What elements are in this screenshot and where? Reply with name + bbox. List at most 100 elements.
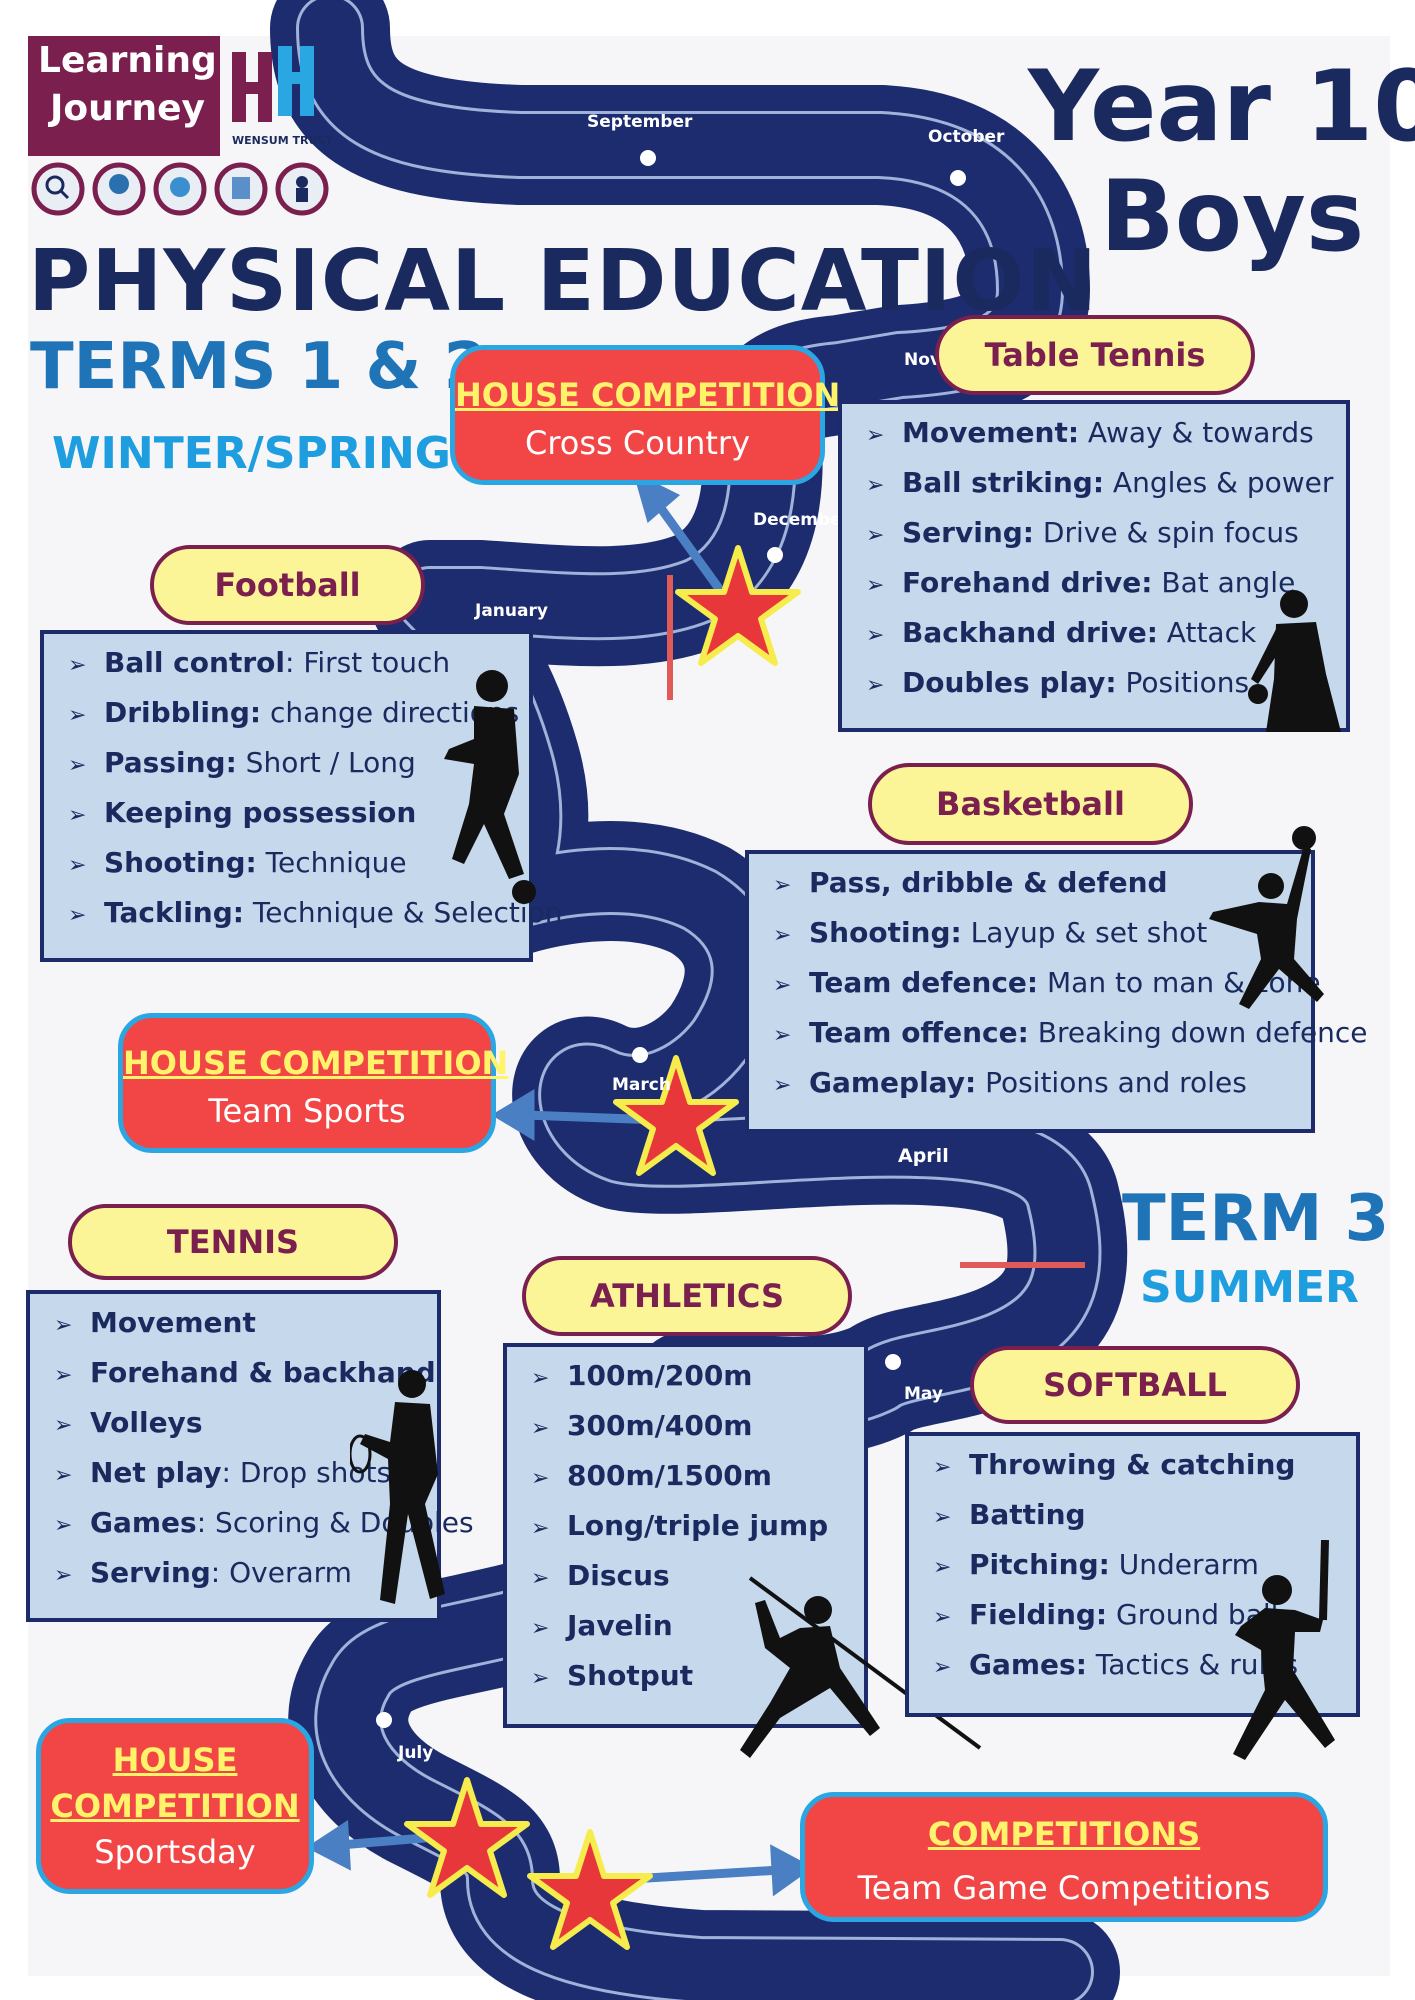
bullet-arrow-icon: ➢ bbox=[933, 1655, 952, 1680]
list-item: ➢Pitching: Underarm bbox=[933, 1548, 1259, 1581]
football-box: ➢Ball control: First touch➢Dribbling: ch… bbox=[40, 630, 563, 962]
list-item-detail: Layup & set shot bbox=[961, 916, 1208, 949]
tennis-box: ➢Movement➢Forehand & backhand➢Volleys➢Ne… bbox=[26, 1290, 474, 1622]
learning-journey-logo: Learning Journey bbox=[28, 36, 220, 156]
list-item-heading: Fielding: bbox=[969, 1598, 1108, 1631]
list-item-heading: Batting bbox=[969, 1498, 1086, 1531]
list-item-detail: Bat angle bbox=[1152, 566, 1296, 599]
house-competition-3-heading-1: HOUSE bbox=[112, 1741, 238, 1779]
wensum-logo-icon bbox=[232, 46, 314, 122]
bullet-arrow-icon: ➢ bbox=[68, 753, 87, 778]
terms-1-2-season: WINTER/SPRING bbox=[52, 428, 451, 479]
football-label: Football bbox=[150, 545, 425, 625]
basketball-player-icon bbox=[1209, 826, 1324, 1009]
bullet-arrow-icon: ➢ bbox=[531, 1616, 550, 1641]
list-item-heading: Team defence: bbox=[809, 966, 1039, 999]
list-item-heading: Long/triple jump bbox=[567, 1509, 829, 1542]
list-item-heading: Backhand drive: bbox=[902, 616, 1158, 649]
list-item-heading: Movement bbox=[90, 1306, 256, 1339]
list-item: ➢300m/400m bbox=[531, 1409, 752, 1442]
star-march bbox=[613, 1055, 739, 1176]
house-competition-1-sub: Cross Country bbox=[524, 424, 750, 462]
learning-badges bbox=[30, 160, 330, 218]
list-item: ➢Movement bbox=[54, 1306, 256, 1339]
list-item-heading: Javelin bbox=[567, 1609, 673, 1642]
house-competition-2-heading: HOUSE COMPETITION bbox=[123, 1044, 509, 1082]
list-item-detail: Drive & spin focus bbox=[1034, 516, 1299, 549]
bullet-arrow-icon: ➢ bbox=[54, 1513, 73, 1538]
star-december bbox=[675, 545, 801, 666]
list-item-heading: 300m/400m bbox=[567, 1409, 753, 1442]
house-competition-cross-country: HOUSE COMPETITION Cross Country bbox=[450, 345, 840, 485]
football-player-icon bbox=[444, 670, 536, 904]
bullet-arrow-icon: ➢ bbox=[531, 1466, 550, 1491]
term-3-title: TERM 3 bbox=[1122, 1182, 1390, 1256]
list-item: ➢ 800m/1500m bbox=[531, 1459, 772, 1492]
page-title: PHYSICAL EDUCATION bbox=[28, 232, 1098, 331]
list-item: ➢Ball striking: Angles & power bbox=[866, 466, 1333, 499]
logo-line-2: Journey bbox=[50, 88, 206, 129]
list-item-heading: Gameplay: bbox=[809, 1066, 977, 1099]
month-dot-october bbox=[950, 170, 966, 186]
javelin-thrower-icon bbox=[740, 1576, 982, 1758]
list-item: ➢Shooting: Technique bbox=[68, 846, 407, 879]
month-april: April bbox=[898, 1145, 949, 1167]
list-item-heading: Dribbling: bbox=[104, 696, 262, 729]
list-item: ➢Shooting: Layup & set shot bbox=[773, 916, 1207, 949]
house-competition-3-sub: Sportsday bbox=[94, 1833, 256, 1871]
house-competition-team-sports: HOUSE COMPETITION Team Sports bbox=[118, 1013, 509, 1153]
term-3-season: SUMMER bbox=[1140, 1262, 1359, 1313]
list-item-heading: Games bbox=[90, 1506, 197, 1539]
list-item-detail: Positions bbox=[1116, 666, 1250, 699]
competitions-heading: COMPETITIONS bbox=[927, 1815, 1201, 1853]
list-item-heading: Shooting: bbox=[104, 846, 257, 879]
list-item-detail: Away & towards bbox=[1079, 416, 1314, 449]
house-competition-2-sub: Team Sports bbox=[208, 1092, 406, 1130]
month-october: October bbox=[928, 127, 1005, 147]
list-item-heading: Movement: bbox=[902, 416, 1080, 449]
list-item: ➢Discus bbox=[531, 1559, 670, 1592]
list-item: ➢Serving: Overarm bbox=[54, 1556, 352, 1589]
list-item-detail: Short / Long bbox=[236, 746, 416, 779]
tennis-label: TENNIS bbox=[68, 1204, 398, 1280]
list-item-detail: Breaking down defence bbox=[1028, 1016, 1368, 1049]
list-item-detail: Positions and roles bbox=[976, 1066, 1247, 1099]
list-item-heading: Forehand & backhand bbox=[90, 1356, 436, 1389]
month-may: May bbox=[904, 1384, 943, 1404]
wensum-trust-text: WENSUM TRUST bbox=[232, 134, 333, 147]
list-item: ➢Passing: Short / Long bbox=[68, 746, 416, 779]
bullet-arrow-icon: ➢ bbox=[866, 473, 885, 498]
list-item: ➢Ball control: First touch bbox=[68, 646, 450, 679]
list-item-detail: Underarm bbox=[1109, 1548, 1259, 1581]
list-item-heading: Shotput bbox=[567, 1659, 694, 1692]
month-january: January bbox=[475, 601, 548, 621]
month-november: Nov bbox=[904, 350, 941, 370]
list-item-heading: Throwing & catching bbox=[969, 1448, 1296, 1481]
list-item: ➢Net play: Drop shots bbox=[54, 1456, 391, 1489]
bullet-arrow-icon: ➢ bbox=[773, 973, 792, 998]
month-july: July bbox=[398, 1743, 434, 1763]
list-item-heading: 800m/1500m bbox=[567, 1459, 772, 1492]
list-item-heading: Keeping possession bbox=[104, 796, 417, 829]
list-item-detail: Technique & Selection bbox=[243, 896, 563, 929]
softball-batter-icon bbox=[1233, 1540, 1335, 1760]
list-item: ➢Pass, dribble & defend bbox=[773, 866, 1168, 899]
list-item: ➢ Movement: Away & towards bbox=[866, 416, 1314, 449]
star-july-2 bbox=[527, 1829, 653, 1950]
bullet-arrow-icon: ➢ bbox=[933, 1455, 952, 1480]
terms-1-2-title: TERMS 1 & 2 bbox=[30, 330, 489, 404]
bullet-arrow-icon: ➢ bbox=[866, 673, 885, 698]
bullet-arrow-icon: ➢ bbox=[866, 423, 885, 448]
list-item: ➢ Throwing & catching bbox=[933, 1448, 1295, 1481]
bullet-arrow-icon: ➢ bbox=[68, 703, 87, 728]
tennis-player-icon bbox=[350, 1370, 445, 1604]
bullet-arrow-icon: ➢ bbox=[866, 523, 885, 548]
list-item-heading: 100m/200m bbox=[567, 1359, 753, 1392]
month-march: March bbox=[612, 1075, 671, 1095]
bullet-arrow-icon: ➢ bbox=[68, 903, 87, 928]
month-dot-may bbox=[885, 1354, 901, 1370]
year-subtitle: Boys bbox=[1100, 160, 1365, 274]
list-item: ➢Serving: Drive & spin focus bbox=[866, 516, 1299, 549]
list-item-heading: Games: bbox=[969, 1648, 1087, 1681]
